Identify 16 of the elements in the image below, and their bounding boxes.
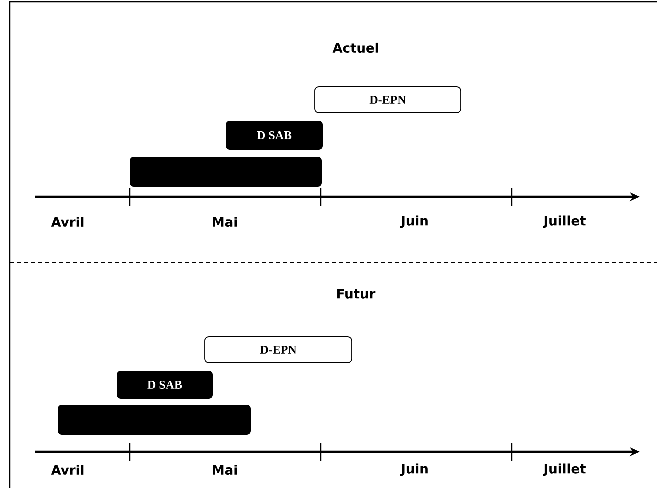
timeline-bar: D SAB bbox=[117, 371, 213, 399]
month-label: Avril bbox=[51, 217, 84, 227]
timeline-bar: D-EPN bbox=[314, 86, 462, 114]
timeline-bar bbox=[130, 157, 322, 187]
month-label: Juin bbox=[400, 464, 428, 476]
timeline-bar bbox=[58, 405, 251, 435]
panel-title: Actuel bbox=[332, 42, 378, 54]
timeline-bar: D SAB bbox=[226, 121, 323, 150]
panel-title: Futur bbox=[338, 289, 376, 299]
timeline-bar: D-EPN bbox=[204, 336, 352, 364]
month-label: Juillet bbox=[543, 216, 586, 228]
month-label: Mai bbox=[213, 464, 237, 476]
month-label: Juin bbox=[400, 216, 428, 228]
month-label: Juillet bbox=[543, 464, 586, 476]
month-label: Avril bbox=[51, 465, 84, 475]
month-label: Mai bbox=[213, 216, 237, 228]
